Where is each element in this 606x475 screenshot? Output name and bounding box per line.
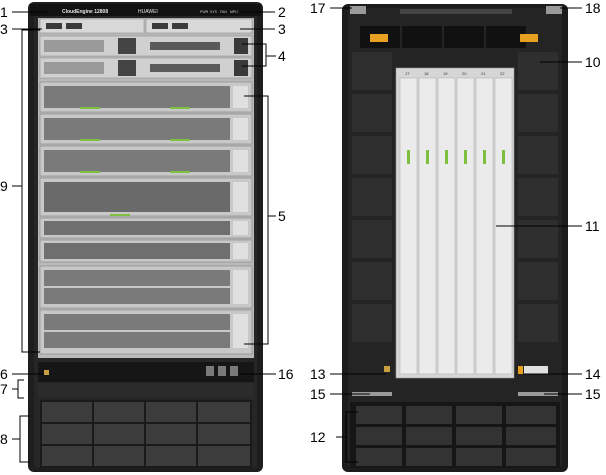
callout-2: 2	[278, 4, 286, 20]
mpu-boards	[39, 35, 253, 79]
cmu-strip	[39, 18, 253, 34]
callout-6: 6	[0, 366, 8, 382]
top-fan-row	[360, 26, 538, 48]
callout-15b: 15	[585, 386, 601, 402]
front-air-filter	[38, 383, 254, 397]
mgmt-port-c	[230, 366, 238, 376]
callout-10: 10	[585, 54, 601, 70]
callout-15a: 15	[310, 386, 326, 402]
status-label: PWR	[200, 10, 209, 14]
slot-number: 22	[500, 71, 505, 76]
line-cards	[39, 81, 253, 355]
slot-number: 19	[443, 71, 448, 76]
callout-numbers: 1 2 3 3 4 5 6 7 8 9 10 11 12 13 14 15 15…	[0, 0, 601, 447]
status-label: FAN	[220, 10, 227, 14]
mgmt-port-a	[206, 366, 214, 376]
slot-number: 20	[462, 71, 467, 76]
front-view: CloudEngine 12808 HUAWEI PWR SYS FAN MPU	[28, 2, 263, 472]
callout-11: 11	[585, 218, 600, 234]
power-inputs	[350, 402, 560, 468]
slot-numbers-top: 17 18 19 20 21 22	[405, 71, 505, 76]
callout-5: 5	[278, 208, 286, 224]
slot-number: 21	[481, 71, 486, 76]
front-top-bar	[30, 4, 261, 16]
status-label: MPU	[230, 10, 238, 14]
right-fan-column	[518, 52, 558, 342]
callout-13: 13	[310, 366, 326, 382]
status-label: SYS	[210, 10, 218, 14]
callout-8: 8	[0, 431, 8, 447]
esd-jack	[44, 370, 49, 375]
callout-4: 4	[278, 48, 286, 64]
mgmt-port-b	[218, 366, 226, 376]
callout-9: 9	[0, 178, 8, 194]
rear-handle-bar-right	[518, 392, 558, 396]
front-control-strip	[38, 362, 254, 382]
sfu-slots	[395, 67, 515, 379]
callout-12: 12	[310, 429, 326, 445]
callout-17: 17	[310, 0, 326, 16]
power-modules	[40, 400, 252, 468]
status-labels: PWR SYS FAN MPU	[200, 10, 238, 14]
brand-label: HUAWEI	[138, 9, 158, 15]
left-fan-column	[352, 52, 392, 342]
rear-top-slot	[400, 9, 512, 14]
callout-3b: 3	[278, 21, 286, 37]
rear-handle-right	[546, 6, 562, 14]
callout-3a: 3	[0, 21, 8, 37]
callout-1: 1	[0, 4, 8, 20]
model-label: CloudEngine 12808	[62, 9, 108, 15]
rear-ground-point	[384, 366, 390, 372]
callout-14: 14	[585, 366, 601, 382]
callout-18: 18	[585, 0, 601, 16]
rear-warning-tag	[518, 366, 523, 374]
rear-label-plate	[524, 366, 548, 374]
callout-lines	[12, 7, 582, 463]
rear-view: 17 18 19 20 21 22	[342, 4, 568, 472]
callout-16: 16	[278, 366, 294, 382]
slot-number: 18	[424, 71, 429, 76]
rear-handle-left	[350, 6, 366, 14]
slot-number: 17	[405, 71, 410, 76]
callout-7: 7	[0, 381, 8, 397]
rear-handle-bar-left	[352, 392, 392, 396]
